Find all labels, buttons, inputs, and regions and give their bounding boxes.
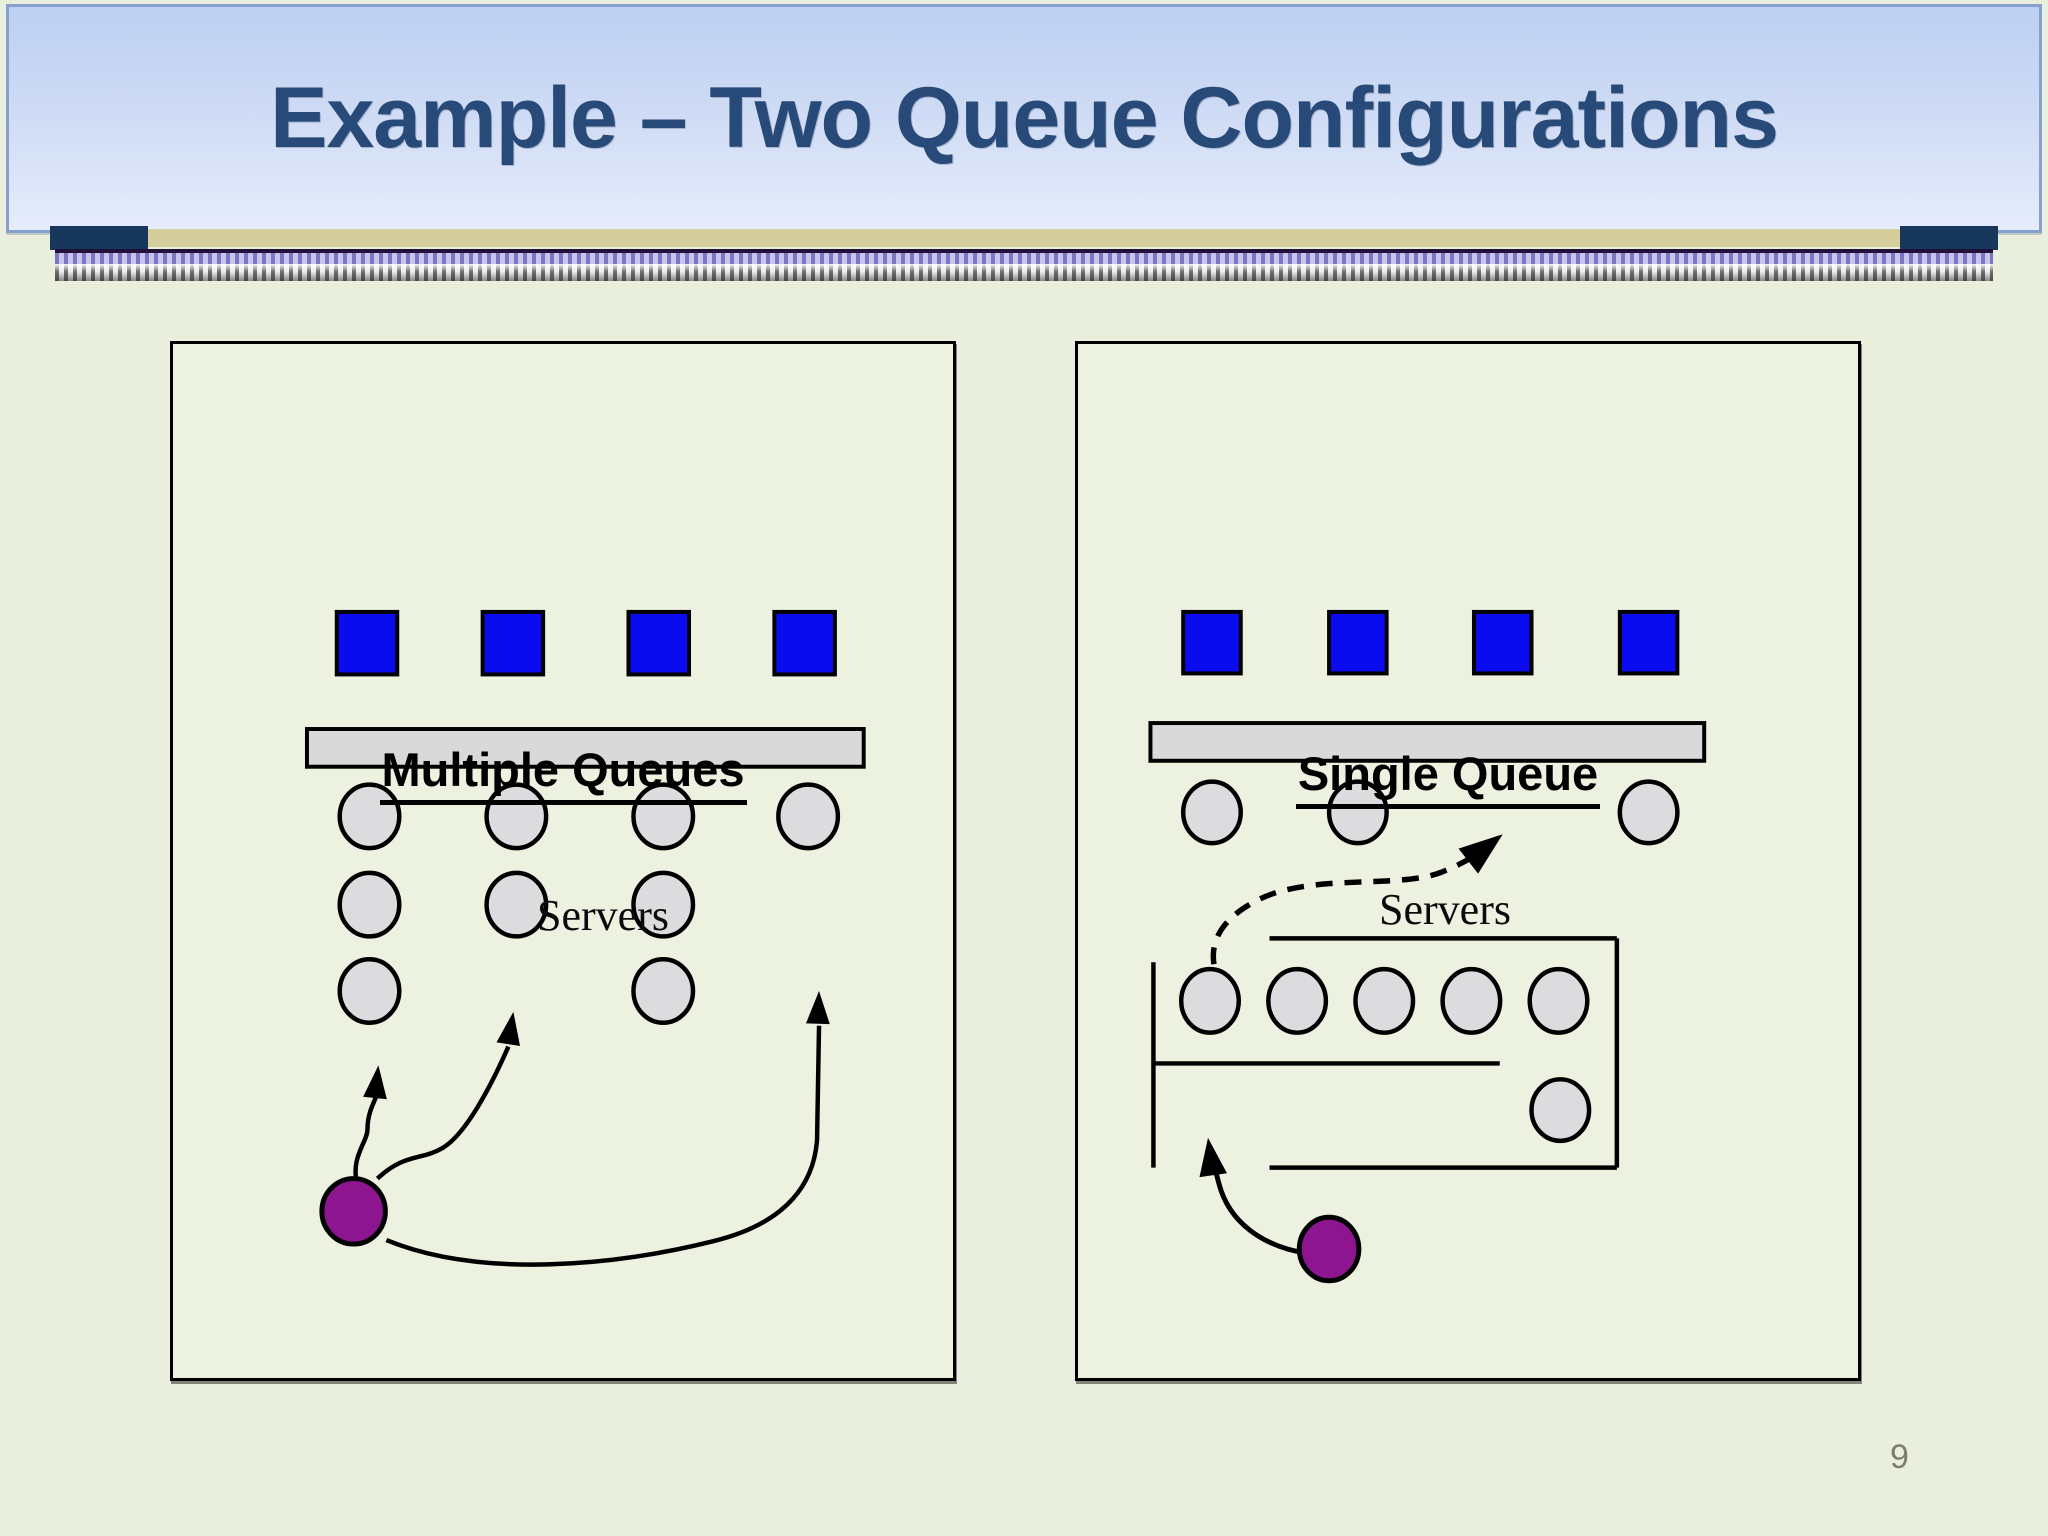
arrival-arrows [353,1025,822,1267]
waiting-customer [1529,1077,1592,1144]
arrowhead-icon [363,1065,387,1100]
server-box [1617,609,1680,676]
divider-stripe-purple [55,249,1993,264]
waiting-customer [1527,966,1590,1035]
queue-entry-bar [304,727,866,769]
server-box [480,609,546,677]
arrow-to-queue-2 [375,1045,511,1181]
waiting-customer [631,957,696,1025]
server-row [334,609,837,677]
page-number: 9 [1890,1438,1909,1476]
right-servers-label: Servers [1379,885,1511,934]
customers-moving-to-servers [1180,779,1680,846]
waiting-customer [1326,779,1389,846]
arrowhead-icon [1199,1137,1228,1178]
dashed-arrow-to-servers [1210,842,1491,965]
divider-stripe-gray [55,264,1993,281]
waiting-customer [631,870,696,939]
divider-navy-accent-right [1900,226,1998,250]
waiting-customer [337,957,402,1025]
queue-rails [1151,936,1620,1170]
left-servers-label: Servers [537,891,669,940]
waiting-customer [1178,966,1241,1035]
server-box [334,609,400,677]
divider-navy-accent-left [50,226,148,250]
left-panel-title: Multiple Queues [263,742,863,805]
server-box [772,609,837,677]
waiting-customer [1266,966,1329,1035]
server-box [1471,609,1534,676]
queue-entry-bar [1148,721,1707,763]
arrowheads [363,991,830,1100]
waiting-customer [1353,966,1416,1035]
multiple-queues-panel: Multiple Queues Servers [170,341,956,1381]
arrow-to-queue-4 [385,1025,822,1267]
arriving-customer [1296,1214,1362,1284]
waiting-customer [1617,779,1680,846]
single-queue-panel: Single Queue Servers [1075,341,1861,1381]
waiting-customer [1440,966,1503,1035]
waiting-customer [776,782,841,851]
server-box [1327,609,1389,676]
single-queue-diagram [1148,609,1707,1284]
arrow-to-queue-1 [353,1095,379,1188]
waiting-customer [1180,779,1243,846]
server-row [1181,609,1680,676]
queue-second-row [1529,1077,1592,1144]
single-queue-line [1178,966,1590,1035]
right-panel-title: Single Queue [1168,746,1728,809]
waiting-customer [484,870,549,939]
waiting-customer [337,870,402,939]
slide-title: Example – Two Queue Configurations [270,70,1779,166]
title-banner: Example – Two Queue Configurations [6,4,2042,233]
arrowhead-icon [496,1011,521,1047]
server-box [1181,609,1243,676]
divider-tan-bar [50,229,1998,247]
multiple-queues-diagram [304,609,866,1267]
server-box [626,609,692,677]
arrowhead-icon [1458,834,1503,874]
arriving-customer [319,1176,388,1247]
arrowhead-icon [805,991,830,1025]
